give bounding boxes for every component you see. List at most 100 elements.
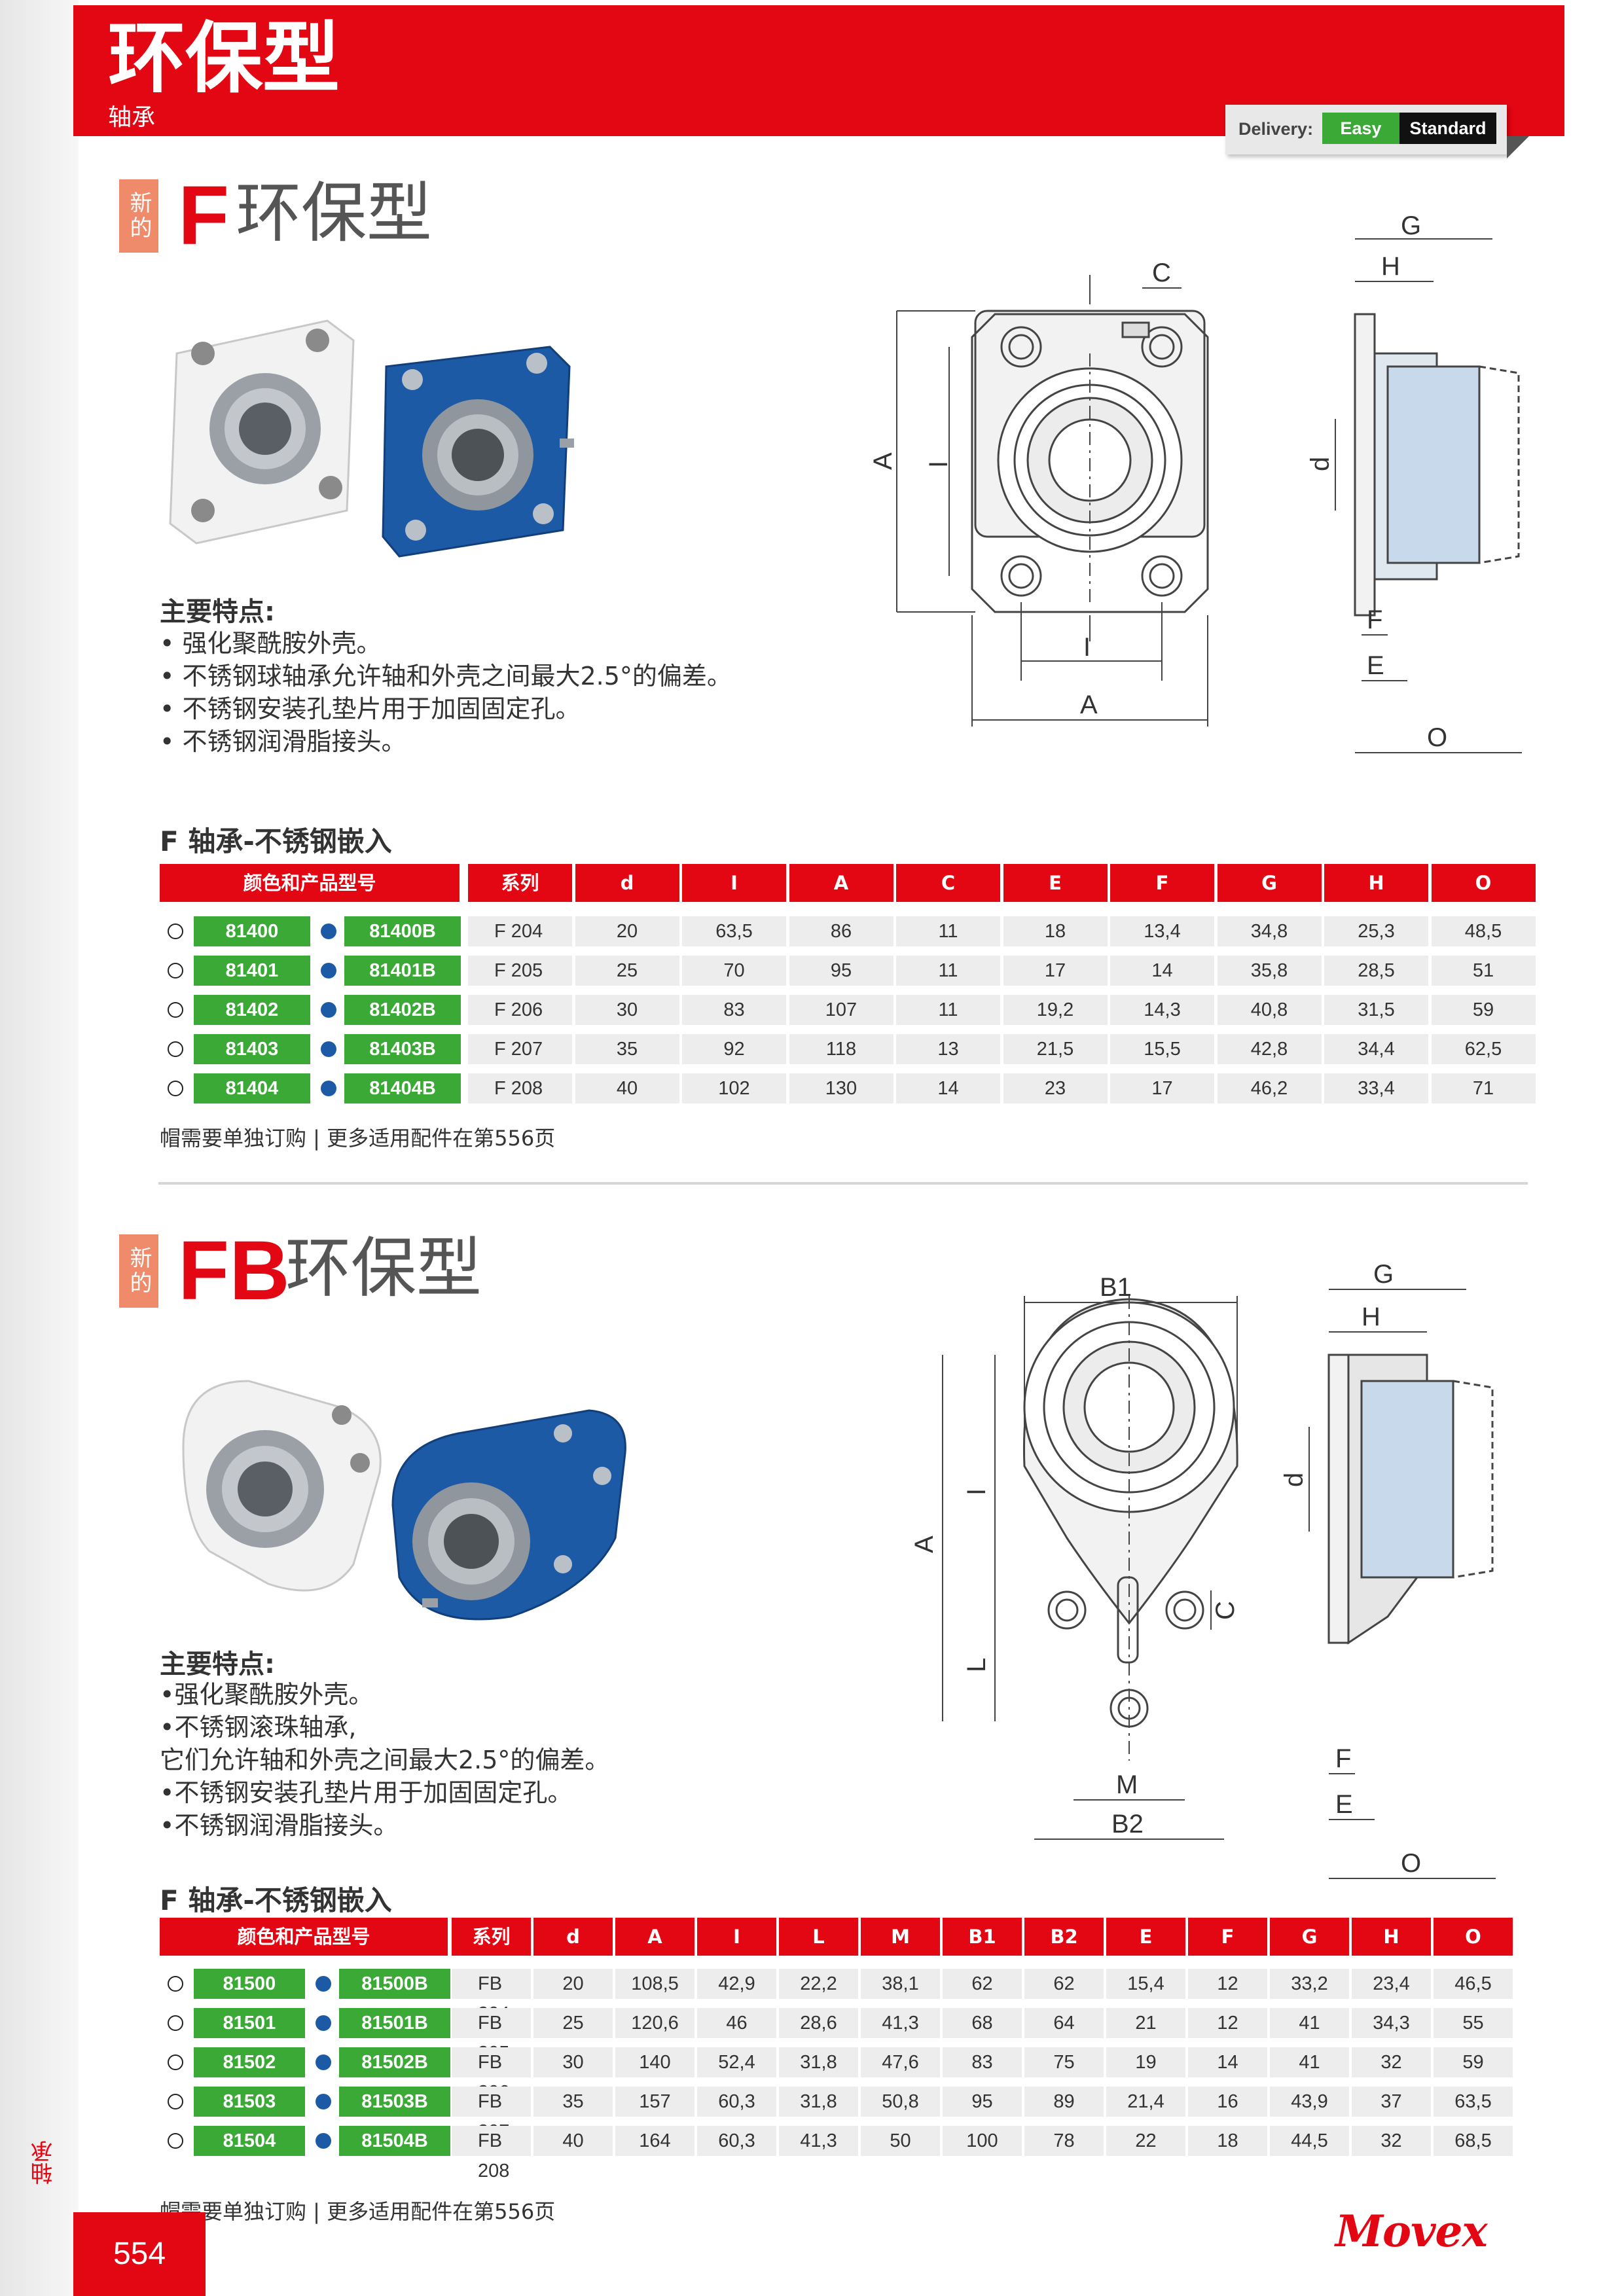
table-cell: 34,8 bbox=[1217, 916, 1322, 946]
blue-part-number: 81504B bbox=[339, 2126, 450, 2156]
blue-color-dot bbox=[321, 1002, 336, 1018]
white-part-number: 81504 bbox=[194, 2126, 305, 2156]
dim-label-c: C bbox=[1211, 1601, 1240, 1620]
table-header-cell: G bbox=[1270, 1918, 1349, 1956]
table-header-cell: G bbox=[1217, 864, 1322, 902]
front-view-f bbox=[971, 310, 1209, 613]
new-badge: 新的 bbox=[119, 179, 158, 253]
table-cell: 30 bbox=[575, 995, 679, 1025]
table-cell: 140 bbox=[615, 2047, 695, 2077]
dim-label-m: M bbox=[1116, 1770, 1138, 1799]
table-header-cell: M bbox=[861, 1918, 940, 1956]
table-header-cell: H bbox=[1352, 1918, 1431, 1956]
page-number: 554 bbox=[73, 2212, 206, 2296]
dim-label-o: O bbox=[1401, 1849, 1421, 1878]
table-header-cell: I bbox=[682, 864, 786, 902]
dim-label-d: d bbox=[1280, 1473, 1308, 1487]
side-dimensions-f bbox=[1335, 238, 1522, 753]
table-cell: 46,5 bbox=[1434, 1969, 1513, 1999]
table-cell: 14,3 bbox=[1110, 995, 1214, 1025]
feature-line: • 不锈钢安装孔垫片用于加固固定孔。 bbox=[160, 694, 581, 723]
white-part-number: 81500 bbox=[194, 1969, 305, 1999]
table-header-cell: E bbox=[1003, 864, 1108, 902]
white-color-dot bbox=[168, 2054, 183, 2070]
table-header-cell: 系列 bbox=[452, 1918, 531, 1956]
table-header-cell: O bbox=[1434, 1918, 1513, 1956]
dim-label-a-bottom: A bbox=[1080, 691, 1098, 719]
dim-label-i-bottom: I bbox=[1083, 633, 1091, 662]
table-cell: 41 bbox=[1270, 2047, 1349, 2077]
blue-part-number: 81503B bbox=[339, 2087, 450, 2117]
table-cell: 46 bbox=[697, 2008, 776, 2038]
feature-line: 它们允许轴和外壳之间最大2.5°的偏差。 bbox=[160, 1746, 610, 1774]
table-header-cell: O bbox=[1431, 864, 1536, 902]
table-cell: 40,8 bbox=[1217, 995, 1322, 1025]
table-cell: 41,3 bbox=[861, 2008, 940, 2038]
blue-part-number: 81500B bbox=[339, 1969, 450, 1999]
white-part-number: 81401 bbox=[194, 956, 310, 986]
table-cell: 25 bbox=[533, 2008, 613, 2038]
table-cell: 25 bbox=[575, 956, 679, 986]
blue-part-number: 81404B bbox=[344, 1073, 461, 1103]
table-cell: 102 bbox=[682, 1073, 786, 1103]
table-cell: 15,4 bbox=[1106, 1969, 1185, 1999]
table-title: F 轴承-不锈钢嵌入 bbox=[160, 825, 392, 857]
table-cell: 120,6 bbox=[615, 2008, 695, 2038]
table-cell: 34,4 bbox=[1324, 1034, 1428, 1064]
table-header-cell: A bbox=[789, 864, 893, 902]
table-header-cell: 系列 bbox=[468, 864, 572, 902]
white-flange-unit bbox=[182, 1380, 382, 1592]
blue-part-number: 81400B bbox=[344, 916, 461, 946]
table-cell: 108,5 bbox=[615, 1969, 695, 1999]
table-cell: 52,4 bbox=[697, 2047, 776, 2077]
blue-color-dot bbox=[316, 2015, 331, 2031]
table-cell: 50 bbox=[861, 2126, 940, 2156]
table-cell: 32 bbox=[1352, 2126, 1431, 2156]
table-header-cell: B2 bbox=[1024, 1918, 1104, 1956]
table-cell: 19 bbox=[1106, 2047, 1185, 2077]
table-cell: 35 bbox=[533, 2087, 613, 2117]
blue-color-dot bbox=[321, 924, 336, 939]
feature-line: •强化聚酰胺外壳。 bbox=[160, 1680, 374, 1709]
table-cell: 68,5 bbox=[1434, 2126, 1513, 2156]
table-cell: 60,3 bbox=[697, 2087, 776, 2117]
dim-label-f: F bbox=[1335, 1744, 1351, 1773]
table-header-cell: d bbox=[575, 864, 679, 902]
blue-part-number: 81403B bbox=[344, 1034, 461, 1064]
dim-label-g: G bbox=[1401, 211, 1421, 240]
table-cell: 31,8 bbox=[779, 2087, 858, 2117]
table-header-cell: H bbox=[1324, 864, 1428, 902]
table-cell: 35,8 bbox=[1217, 956, 1322, 986]
blue-part-number: 81402B bbox=[344, 995, 461, 1025]
table-cell: 21,5 bbox=[1003, 1034, 1108, 1064]
table-cell: 37 bbox=[1352, 2087, 1431, 2117]
blue-color-dot bbox=[321, 1081, 336, 1096]
table-cell: 23,4 bbox=[1352, 1969, 1431, 1999]
table-cell: 32 bbox=[1352, 2047, 1431, 2077]
table-cell: 83 bbox=[682, 995, 786, 1025]
table-header-cell: E bbox=[1106, 1918, 1185, 1956]
white-color-dot bbox=[168, 1041, 183, 1057]
dim-label-c: C bbox=[1152, 259, 1171, 287]
white-part-number: 81400 bbox=[194, 916, 310, 946]
blue-color-dot bbox=[321, 963, 336, 978]
table-cell: 59 bbox=[1431, 995, 1536, 1025]
table-cell: 46,2 bbox=[1217, 1073, 1322, 1103]
dim-label-h: H bbox=[1362, 1302, 1380, 1331]
side-dimensions-fb bbox=[1308, 1289, 1496, 1879]
dim-label-a: A bbox=[910, 1535, 939, 1553]
delivery-easy-badge: Easy bbox=[1322, 113, 1399, 144]
table-cell: 12 bbox=[1188, 1969, 1267, 1999]
table-cell: 50,8 bbox=[861, 2087, 940, 2117]
table-cell: 34,3 bbox=[1352, 2008, 1431, 2038]
table-cell: F 207 bbox=[468, 1034, 572, 1064]
table-cell: 31,5 bbox=[1324, 995, 1428, 1025]
features-title: 主要特点: bbox=[160, 597, 275, 627]
table-cell: 63,5 bbox=[1434, 2087, 1513, 2117]
table-cell: FB 206 bbox=[452, 2047, 531, 2103]
table-cell: 28,6 bbox=[779, 2008, 858, 2038]
feature-line: • 不锈钢球轴承允许轴和外壳之间最大2.5°的偏差。 bbox=[160, 662, 732, 691]
table-cell: 75 bbox=[1024, 2047, 1104, 2077]
table-cell: 95 bbox=[943, 2087, 1022, 2117]
table-cell: 14 bbox=[1188, 2047, 1267, 2077]
